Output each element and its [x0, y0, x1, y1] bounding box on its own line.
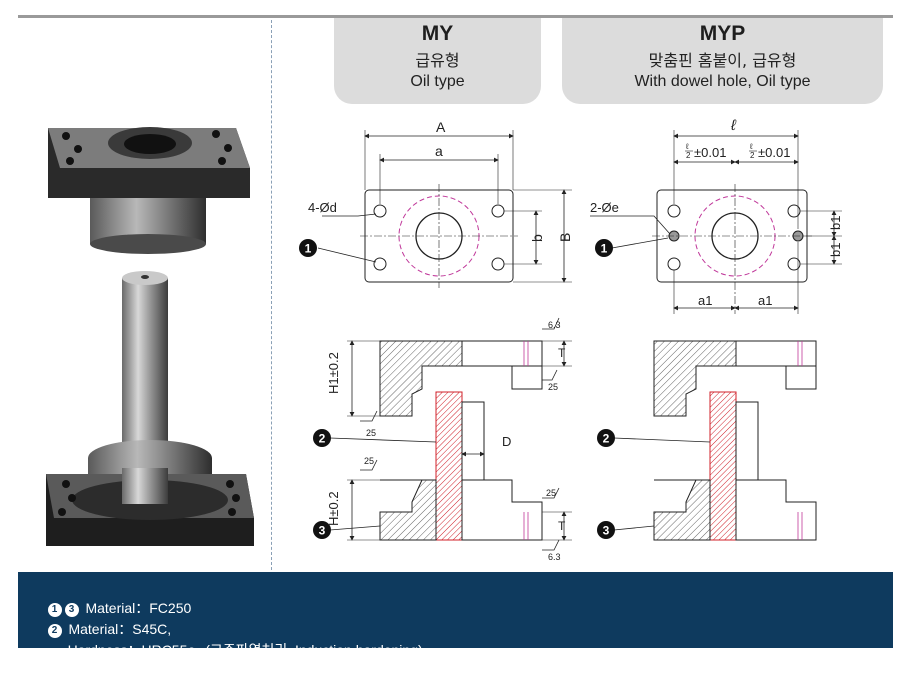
myp-half-den-left: 2 — [686, 151, 691, 160]
my-hole-label: 4-Ød — [308, 200, 337, 215]
myp-callout-1: 1 — [601, 242, 608, 256]
hardness-text: Hardness：HRC55～ (고주파열처리, Induction harde… — [67, 642, 423, 658]
my-rough-25-left-lower: 25 — [364, 456, 374, 466]
my-callout-3-circle — [313, 521, 331, 539]
header-my-title: MY — [421, 22, 454, 45]
header-my-korean: 급유형 — [415, 51, 460, 70]
my-callout-3: 3 — [319, 524, 326, 538]
my-dim-B: B — [557, 233, 573, 242]
material-s45c: Material：S45C, — [68, 621, 172, 637]
my-dim-A: A — [436, 119, 446, 135]
header-myp-korean: 맞춤핀 홈붙이, 급유형 — [648, 51, 797, 70]
header-my-english: Oil type — [410, 73, 465, 90]
header-my: MY 급유형 Oil type — [334, 18, 541, 104]
my-dim-D: D — [502, 434, 511, 449]
my-dim-T-bottom: T — [558, 519, 566, 533]
myp-callout-2-circle — [597, 429, 615, 447]
my-callout-2: 2 — [319, 432, 326, 446]
myp-half-num-right: ℓ — [749, 142, 753, 151]
footer-num-1: 1 — [47, 603, 62, 617]
my-section-view — [329, 317, 572, 551]
myp-callout-3: 3 — [603, 524, 610, 538]
myp-dim-b1-bottom: b1 — [828, 243, 843, 257]
header-myp-title: MYP — [699, 22, 746, 45]
product-photo — [46, 127, 254, 546]
myp-dim-a1-left: a1 — [698, 293, 712, 308]
myp-half-num-left: ℓ — [685, 142, 689, 151]
my-top-view — [317, 130, 572, 288]
my-dim-H1: H1±0.2 — [326, 352, 341, 394]
my-rough-25-top: 25 — [548, 382, 558, 392]
myp-callout-1-circle — [595, 239, 613, 257]
myp-top-view — [590, 130, 842, 314]
panel-divider — [271, 20, 272, 570]
my-dim-T-top: T — [558, 346, 566, 360]
my-callout-2-circle — [313, 429, 331, 447]
myp-half-tol-left: ±0.01 — [694, 145, 726, 160]
myp-dim-l: ℓ — [730, 117, 737, 134]
my-bolt-holes — [373, 204, 505, 271]
myp-half-tol-right: ±0.01 — [758, 145, 790, 160]
my-callout-1: 1 — [305, 242, 312, 256]
myp-dim-a1-right: a1 — [758, 293, 772, 308]
my-dim-a: a — [435, 143, 443, 159]
my-callout-1-circle — [299, 239, 317, 257]
myp-callout-3-circle — [597, 521, 615, 539]
my-rough-25-right-lower: 25 — [546, 488, 556, 498]
myp-dim-b1-top: b1 — [828, 216, 843, 230]
footer-num-2: 2 — [47, 624, 62, 638]
top-rule — [18, 15, 893, 18]
footer-num-3: 3 — [64, 603, 79, 617]
material-fc250: Material：FC250 — [85, 600, 192, 616]
technical-drawing: A a b B 4-Ød 1 ℓ ℓ 2 ±0.01 ℓ 2 ±0.01 b1 … — [299, 117, 843, 562]
myp-section-view — [613, 340, 817, 541]
my-rough-63-top: 6.3 — [548, 320, 561, 330]
myp-half-den-right: 2 — [750, 151, 755, 160]
material-line-3: Hardness：HRC55～ (고주파열처리, Induction harde… — [52, 624, 423, 676]
my-rough-63-bottom: 6.3 — [548, 552, 561, 562]
header-myp: MYP 맞춤핀 홈붙이, 급유형 With dowel hole, Oil ty… — [562, 18, 883, 104]
myp-callout-2: 2 — [603, 432, 610, 446]
my-dim-H: H±0.2 — [326, 491, 341, 526]
material-line-2: 2 Material：S45C, — [32, 603, 171, 655]
my-rough-25-left-upper: 25 — [366, 428, 376, 438]
header-myp-english: With dowel hole, Oil type — [634, 73, 811, 90]
myp-hole-label: 2-Øe — [590, 200, 619, 215]
my-dim-b: b — [529, 234, 545, 242]
